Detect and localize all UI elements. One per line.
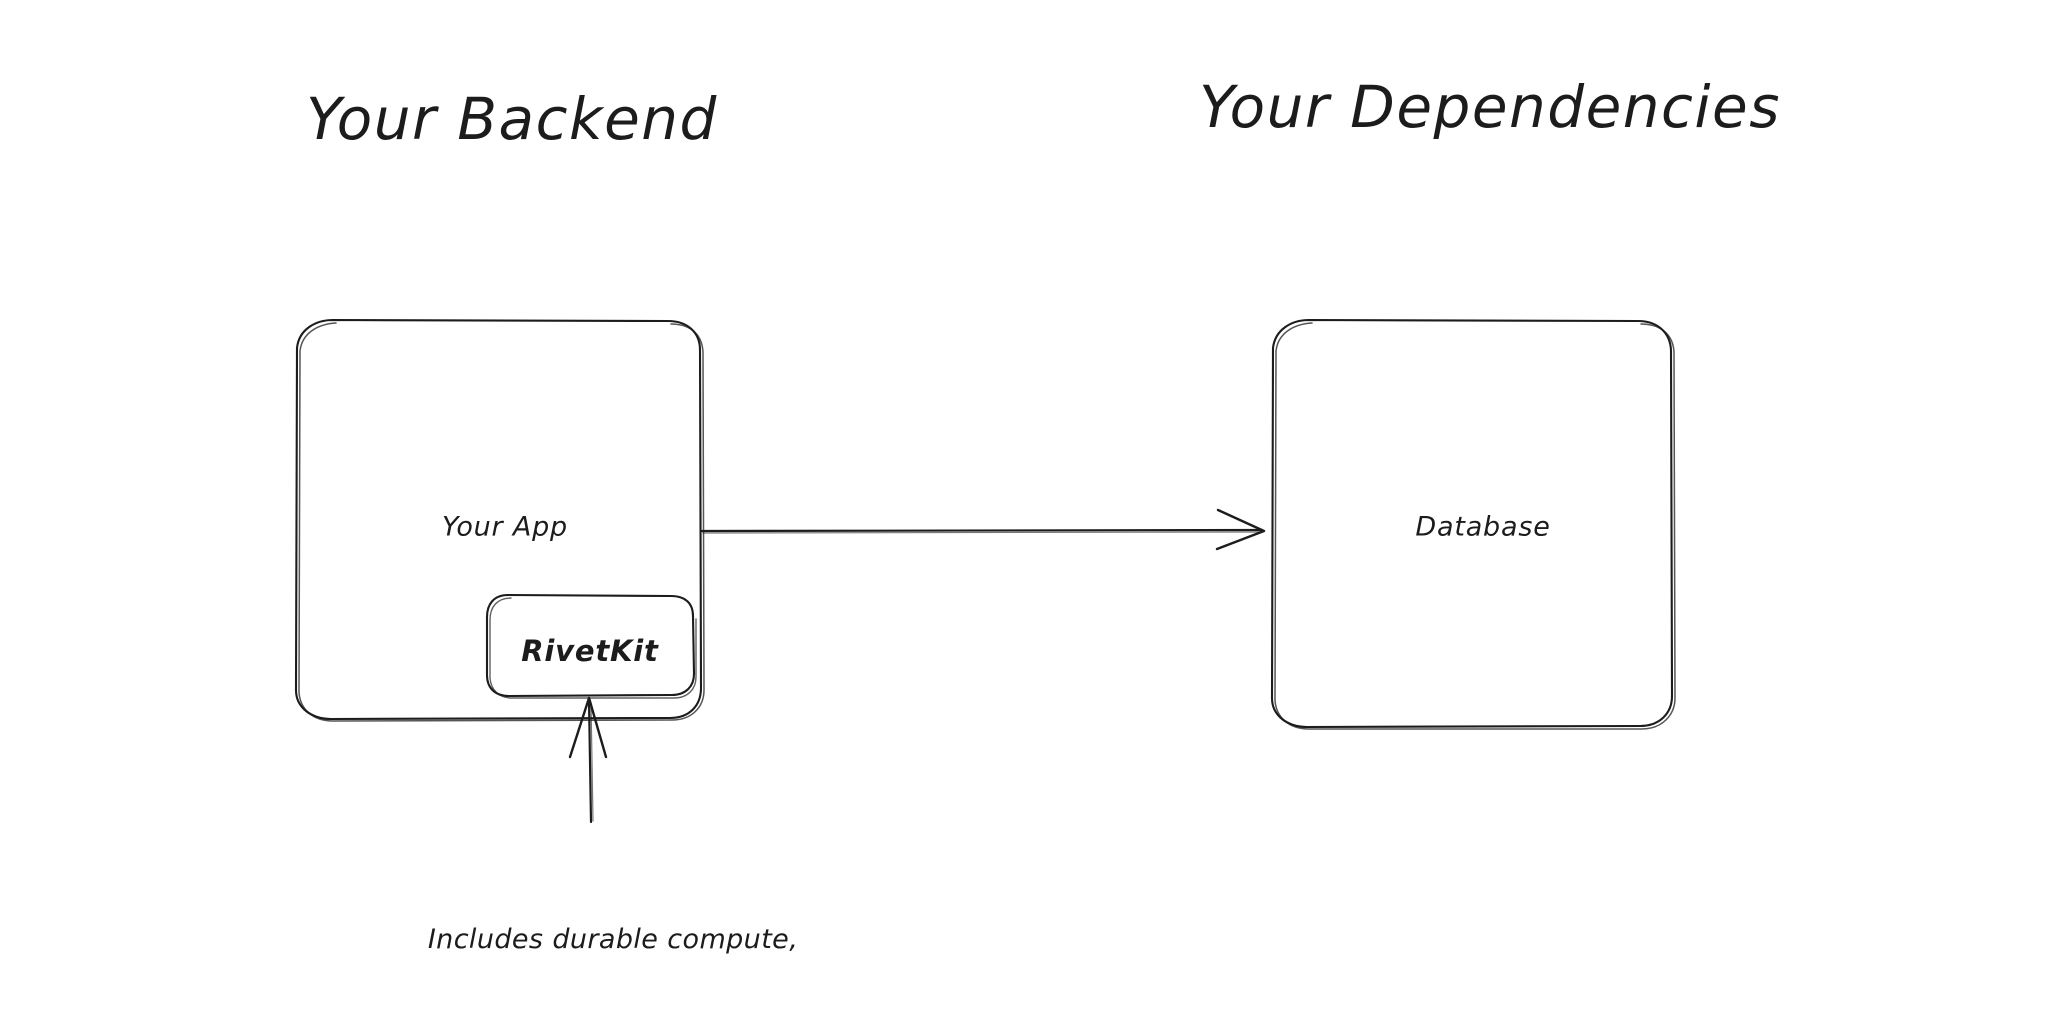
annotation-caption: Includes durable compute, real-time, sch… xyxy=(428,845,798,1024)
node-label-database: Database xyxy=(1415,511,1551,543)
rivetkit-box[interactable] xyxy=(485,593,697,699)
your-app-box[interactable] xyxy=(294,318,705,722)
node-label-your-app: Your App xyxy=(442,511,568,543)
arrow-annotation-to-rivetkit xyxy=(568,696,608,824)
heading-your-dependencies: Your Dependencies xyxy=(1199,73,1781,141)
annotation-line-1: Includes durable compute, xyxy=(427,924,799,955)
heading-your-backend: Your Backend xyxy=(306,85,718,153)
database-box[interactable] xyxy=(1270,318,1676,730)
arrow-app-to-database xyxy=(700,508,1266,551)
node-label-rivetkit: RivetKit xyxy=(521,634,659,668)
